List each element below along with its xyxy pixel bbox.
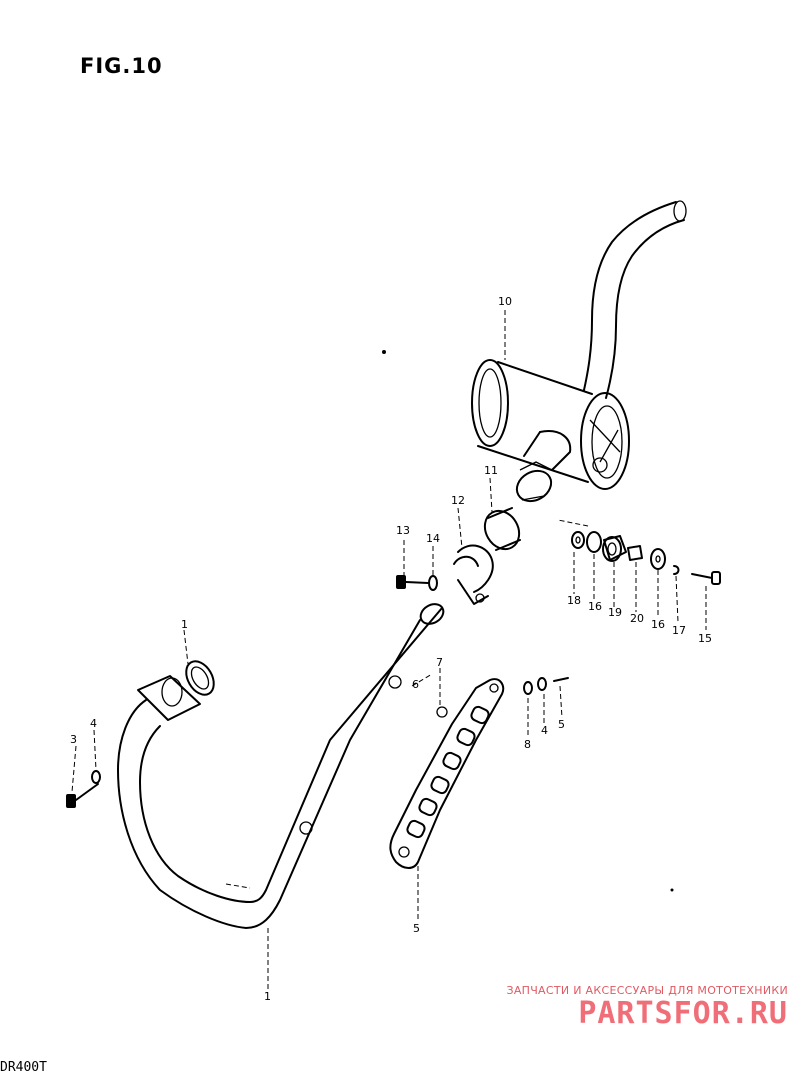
part-label-13: 13	[396, 524, 410, 537]
part-label-3: 3	[70, 733, 77, 746]
watermark: ЗАПЧАСТИ И АКСЕССУАРЫ ДЛЯ МОТОТЕХНИКИ PA…	[488, 984, 788, 1031]
part-label-8: 8	[524, 738, 531, 751]
clamp-12	[453, 544, 494, 605]
muffler-mount-hardware	[571, 531, 721, 585]
part-label-1b: 1	[264, 990, 271, 1003]
part-label-6: 6	[412, 678, 419, 691]
muffler-10	[471, 200, 687, 503]
part-label-10: 10	[498, 295, 512, 308]
part-labels: 10 11 12 13 14 18 16 19 20 16 17 15 1 3 …	[70, 295, 712, 1003]
part-label-15: 15	[698, 632, 712, 645]
part-label-12: 12	[451, 494, 465, 507]
part-label-7: 7	[436, 656, 443, 669]
bolt-3	[66, 783, 99, 808]
washer-14	[428, 575, 438, 591]
part-label-4a: 4	[90, 717, 97, 730]
part-label-17: 17	[672, 624, 686, 637]
part-label-20: 20	[630, 612, 644, 625]
stray-dot	[670, 888, 674, 892]
part-label-16: 16	[588, 600, 602, 613]
watermark-caption: ЗАПЧАСТИ И АКСЕССУАРЫ ДЛЯ МОТОТЕХНИКИ	[506, 984, 788, 997]
part-label-18: 18	[567, 594, 581, 607]
part-label-19: 19	[608, 606, 622, 619]
shield-screws	[436, 677, 569, 718]
part-label-5a: 5	[558, 718, 565, 731]
part-label-5b: 5	[413, 922, 420, 935]
heat-shield-5	[389, 678, 505, 869]
model-label: DR400T	[0, 1060, 47, 1075]
part-label-1a: 1	[181, 618, 188, 631]
watermark-brand: PARTSFOR.RU	[578, 996, 788, 1031]
part-label-14: 14	[426, 532, 440, 545]
part-label-4b: 4	[541, 724, 548, 737]
part-label-11: 11	[484, 464, 498, 477]
figure-title: FIG.10	[80, 54, 163, 78]
part-label-16b: 16	[651, 618, 665, 631]
leader-lines	[71, 310, 707, 990]
exhaust-pipe-1	[117, 603, 445, 929]
bolt-13	[396, 575, 429, 589]
stray-dot	[382, 350, 386, 354]
washer-4	[91, 770, 101, 784]
gasket-11	[483, 507, 521, 551]
